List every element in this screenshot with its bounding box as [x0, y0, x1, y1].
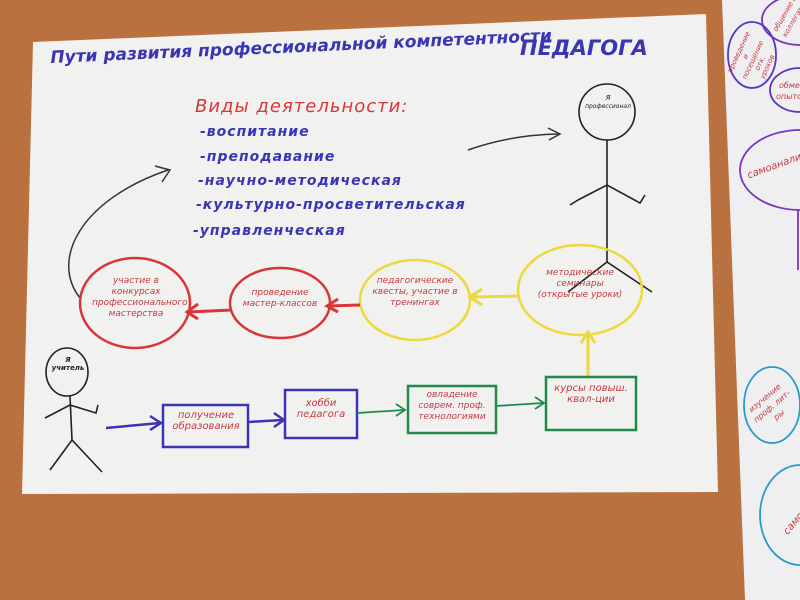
side-poster-drawings — [727, 0, 800, 566]
oval-text-seminars: методические семинары (открытые уроки) — [537, 268, 623, 300]
oval-text-quests: педагогические квесты, участие в тренинг… — [372, 276, 458, 308]
oval-quests — [358, 258, 472, 342]
oval-contests — [78, 256, 192, 350]
oval-text-contests: участие в конкурсах профессионального ма… — [92, 276, 188, 319]
box-text-education: получение образования — [172, 410, 240, 432]
side-poster-sheet — [722, 0, 800, 600]
professional-stick-figure — [567, 83, 653, 293]
arrowhead — [154, 165, 172, 183]
activity-item: -преподавание — [200, 149, 336, 165]
teacher-stick-figure — [44, 347, 103, 473]
oval-seminars — [516, 243, 644, 337]
arrow-to-professional — [467, 133, 559, 151]
box-text-hobby: хобби педагога — [296, 398, 346, 420]
curved-arrow-to-activities — [68, 169, 169, 299]
activity-item: -научно-методическая — [198, 173, 402, 189]
poster-title-line2: ПЕДАГОГА — [520, 36, 648, 60]
flow-boxes — [105, 375, 638, 449]
oval-arrows — [184, 287, 597, 378]
main-poster-sheet — [22, 14, 718, 494]
box-text-courses: курсы повыш. квал-ции — [554, 383, 628, 405]
activity-item: -управленческая — [193, 223, 346, 239]
arrowhead — [547, 127, 562, 141]
box-text-technologies: овладение соврем. проф. технологиями — [418, 390, 486, 422]
activity-item: -воспитание — [200, 124, 310, 140]
activities-heading: Виды деятельности: — [195, 96, 409, 117]
activity-item: -культурно-просветительская — [196, 197, 466, 213]
side-bubble: обмен опытом — [775, 81, 800, 101]
oval-text-master-classes: проведение мастер-классов — [242, 288, 318, 309]
